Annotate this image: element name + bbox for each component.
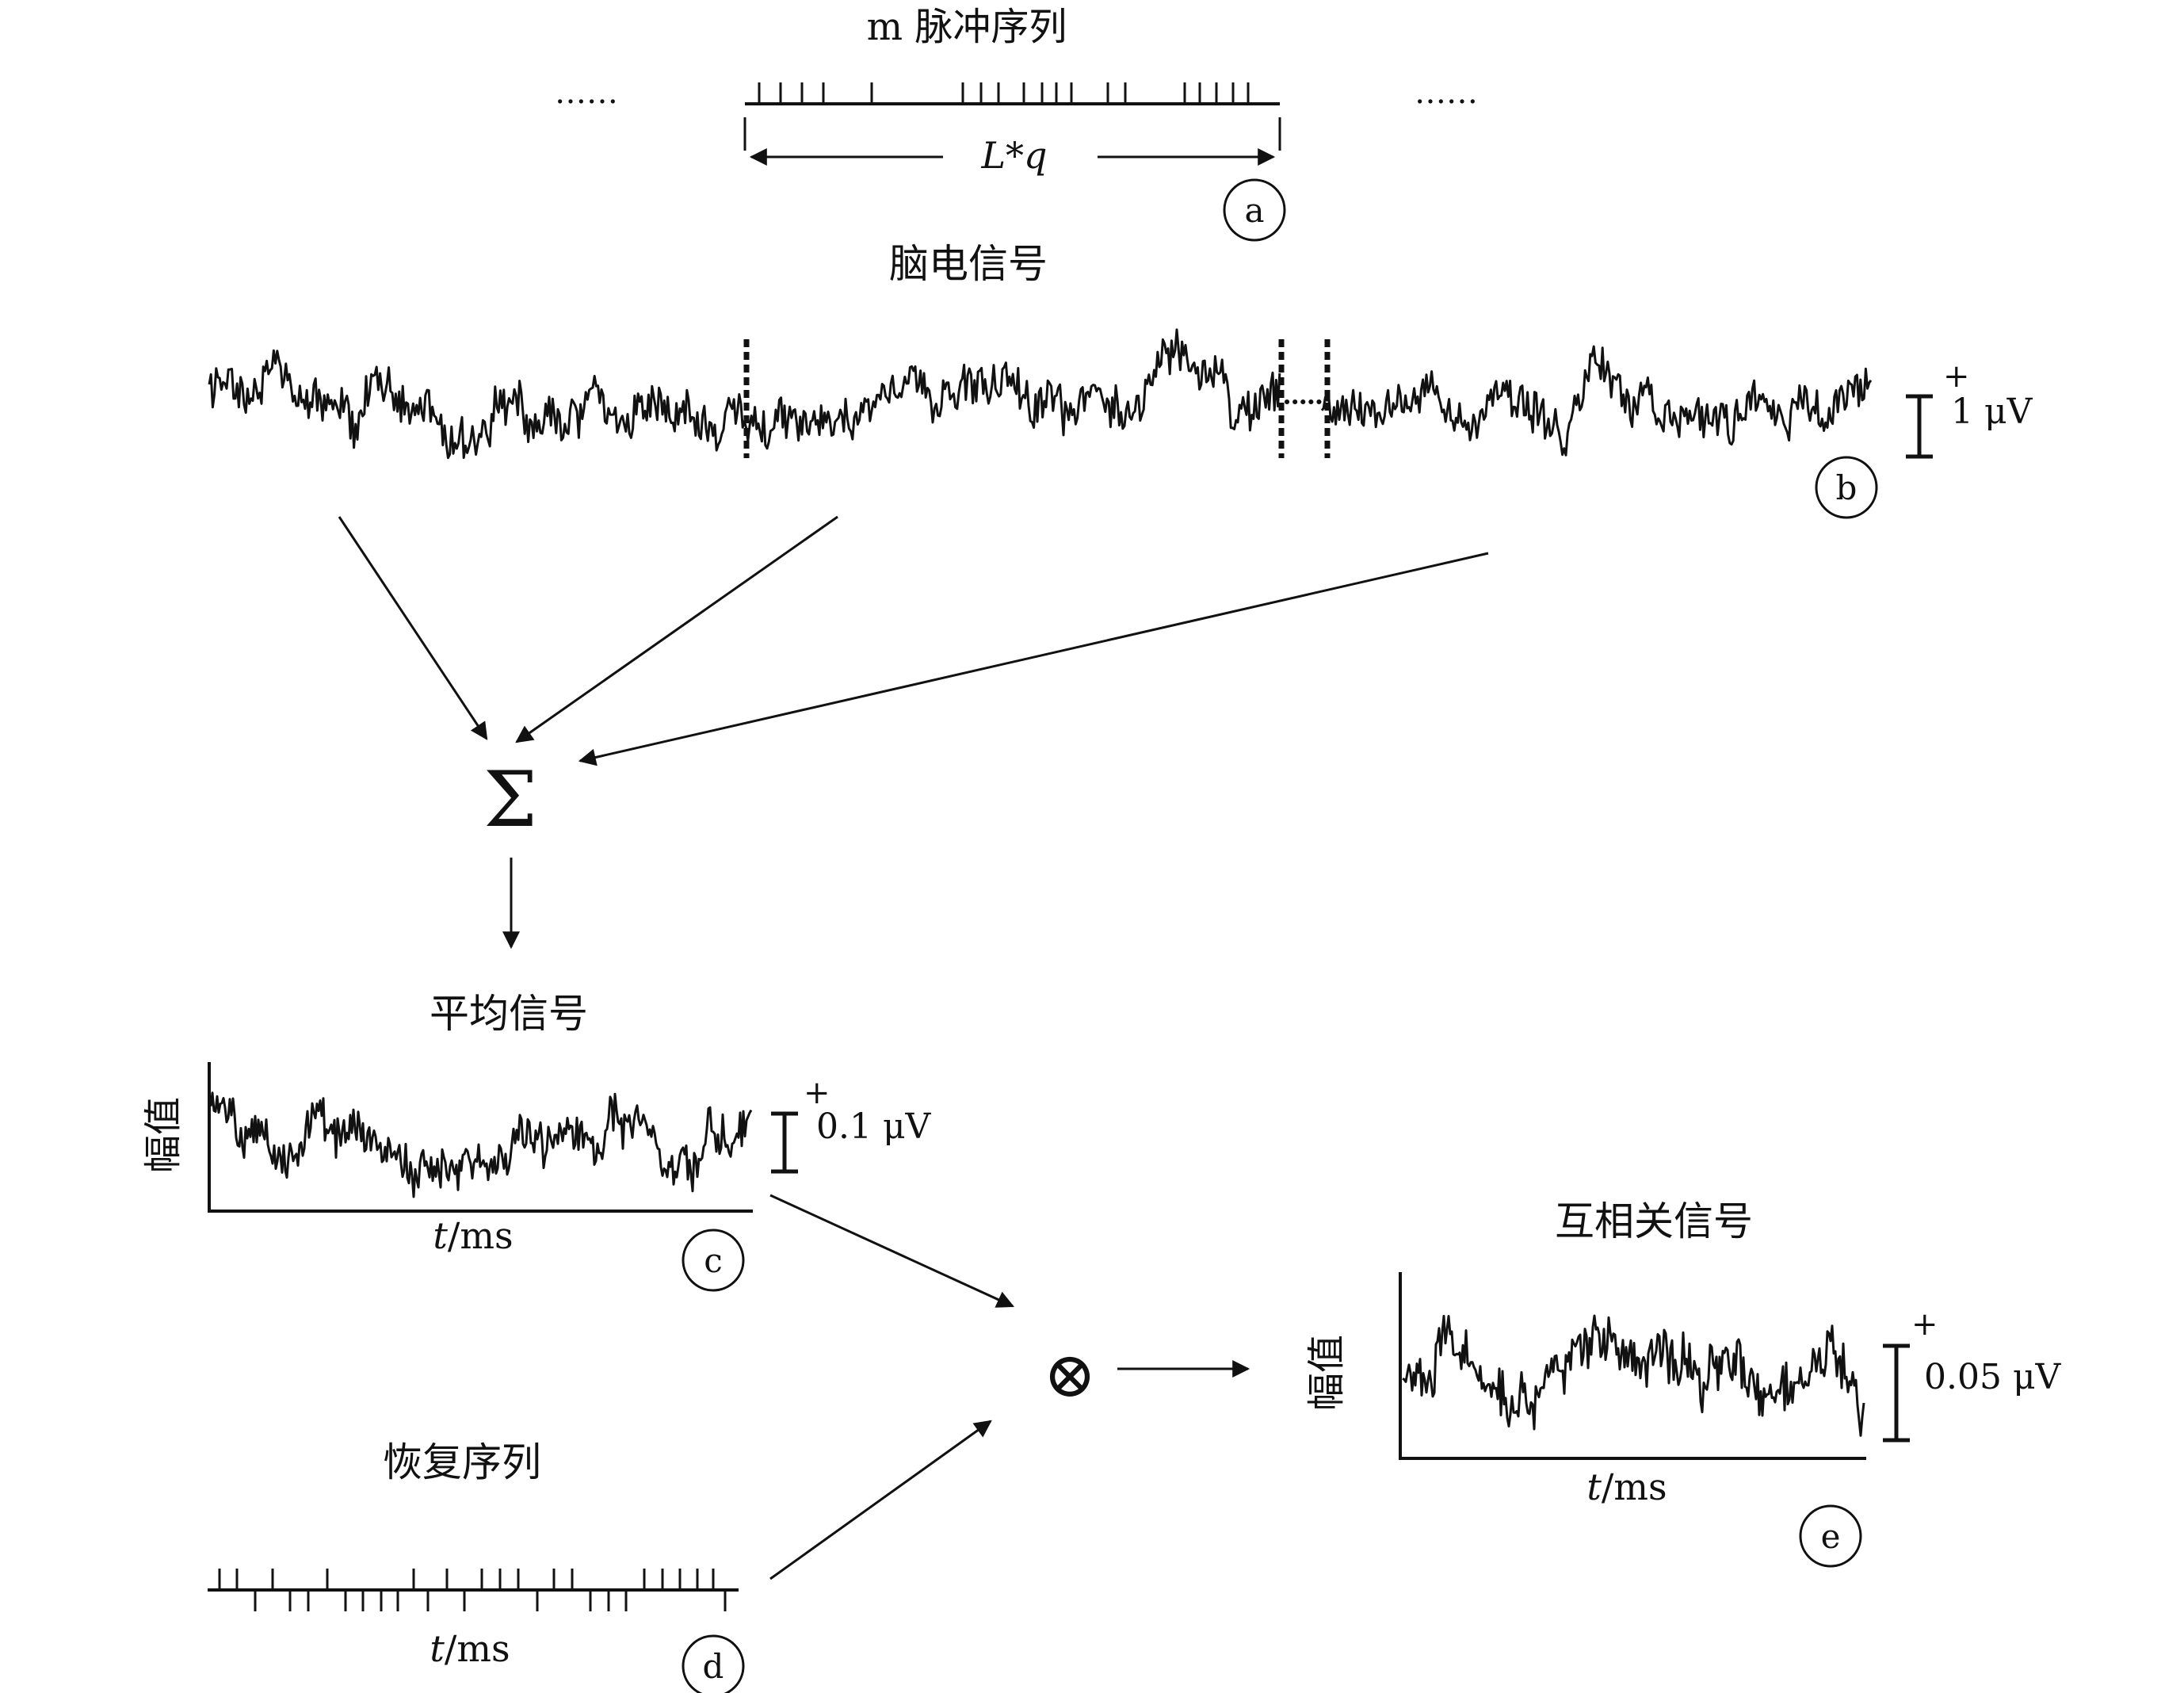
- scale-c-value: 0.1 μV: [816, 1106, 932, 1147]
- cross-correlation-waveform: [1402, 1314, 1865, 1437]
- m-pulse-sequence-title: m 脉冲序列: [867, 5, 1067, 49]
- eeg-signal-title: 脑电信号: [889, 241, 1048, 287]
- time-label-d: t/ms: [430, 1627, 510, 1670]
- scale-e-value: 0.05 μV: [1924, 1357, 2062, 1397]
- svg-text:d: d: [703, 1647, 724, 1686]
- average-signal-section: 平均信号 幅值 t/ms + 0.1 μV c: [141, 991, 932, 1292]
- scale-c-sign: +: [804, 1075, 830, 1111]
- arrow-average-to-correlate: [769, 1194, 1015, 1308]
- length-label: L*q: [981, 134, 1048, 177]
- arrow-to-sum-3: [578, 552, 1489, 766]
- scale-bar-b: + 1 μV: [1906, 358, 2033, 459]
- eeg-signal-section: 脑电信号 + 1 μV b: [208, 241, 2033, 519]
- arrow-to-sum-1: [338, 516, 488, 740]
- average-signal-title: 平均信号: [430, 991, 588, 1037]
- amplitude-label-e: 幅值: [1304, 1335, 1349, 1411]
- cross-correlation-title: 互相关信号: [1555, 1198, 1753, 1244]
- recovery-ticks: [218, 1569, 727, 1611]
- svg-text:a: a: [1244, 191, 1264, 230]
- scale-b-value: 1 μV: [1951, 392, 2033, 432]
- time-label-c: t/ms: [433, 1214, 513, 1257]
- scale-bar-c: + 0.1 μV: [771, 1075, 932, 1174]
- ellipsis-right: ……: [1415, 75, 1478, 111]
- svg-text:e: e: [1821, 1517, 1841, 1556]
- marker-d: d: [682, 1634, 745, 1693]
- scale-bar-e: + 0.05 μV: [1883, 1306, 2062, 1443]
- pulse-ticks: [758, 82, 1250, 104]
- pulse-sequence-section: m 脉冲序列 …… …… L*q a: [555, 5, 1478, 242]
- marker-b: b: [1815, 456, 1878, 519]
- cross-correlation-section: 互相关信号 幅值 t/ms + 0.05 μV e: [1304, 1198, 2062, 1568]
- summation-section: Σ: [338, 515, 1489, 950]
- correlation-section: ⊗: [769, 1194, 1250, 1580]
- eeg-waveform-segment-2: [1320, 345, 1873, 457]
- marker-e: e: [1799, 1504, 1862, 1568]
- arrow-to-sum-2: [515, 515, 838, 743]
- arrow-recovery-to-correlate: [769, 1420, 992, 1580]
- scale-b-sign: +: [1943, 358, 1970, 395]
- ellipsis-left: ……: [555, 75, 618, 111]
- scale-e-sign: +: [1911, 1306, 1938, 1343]
- time-label-e: t/ms: [1586, 1466, 1667, 1508]
- recovery-sequence-title: 恢复序列: [383, 1439, 541, 1485]
- svg-text:b: b: [1836, 468, 1858, 507]
- marker-a: a: [1223, 178, 1286, 242]
- average-waveform: [209, 1091, 753, 1198]
- sum-symbol: Σ: [483, 755, 537, 844]
- recovery-sequence-section: 恢复序列 t/ms d: [208, 1439, 745, 1693]
- amplitude-label-c: 幅值: [141, 1097, 185, 1173]
- multiply-symbol: ⊗: [1043, 1338, 1096, 1412]
- marker-c: c: [682, 1229, 745, 1292]
- svg-text:c: c: [704, 1241, 723, 1280]
